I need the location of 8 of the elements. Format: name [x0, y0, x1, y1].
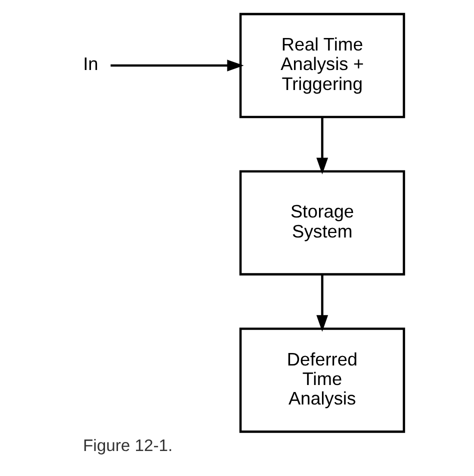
arrow [316, 274, 328, 332]
node-box: Deferred Time Analysis [238, 328, 405, 433]
node-text: In [82, 54, 98, 74]
arrow [110, 60, 244, 72]
caption: Figure 12-1. [82, 436, 172, 456]
node-box: Storage System [238, 170, 405, 276]
node-box: Real Time Analysis + Triggering [238, 12, 405, 118]
arrow [316, 117, 328, 174]
